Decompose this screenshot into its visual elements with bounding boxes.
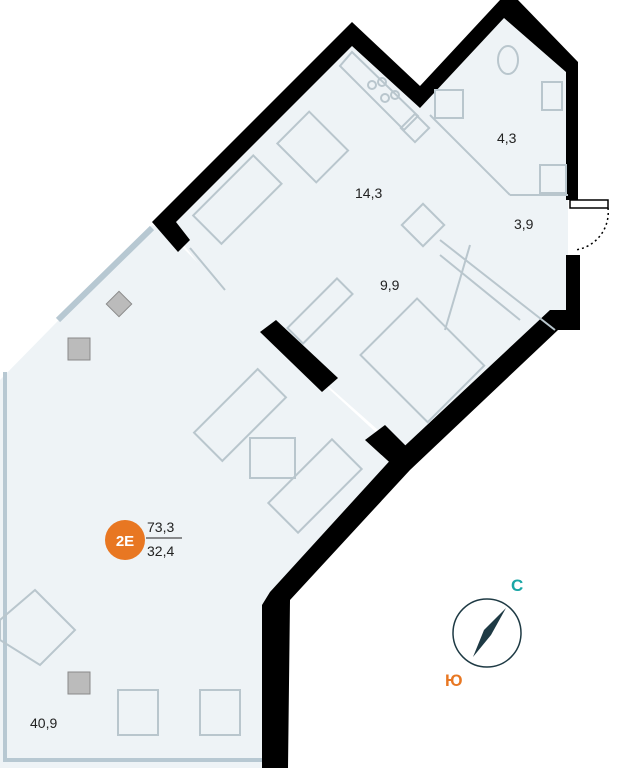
living-area-label: 40,9 xyxy=(30,715,57,731)
compass: С Ю xyxy=(445,576,523,690)
sink xyxy=(399,112,431,144)
compass-south-label: Ю xyxy=(445,671,463,690)
bathroom-sink xyxy=(541,81,563,111)
kitchen-furniture xyxy=(191,50,431,246)
wardrobe xyxy=(286,277,354,345)
column-2 xyxy=(67,337,91,361)
stove-burner-3 xyxy=(377,77,387,87)
floor-fill xyxy=(0,12,578,768)
bed xyxy=(359,297,486,424)
type-badge-circle xyxy=(105,520,145,560)
entrance-door xyxy=(569,199,609,251)
stove-burner-1 xyxy=(367,80,377,90)
wall-upper-left xyxy=(152,0,578,252)
wall-interior-closet xyxy=(365,425,415,470)
window-left-bay xyxy=(3,372,262,762)
hall-area-label: 3,9 xyxy=(514,216,534,232)
side-table xyxy=(0,588,77,667)
ac-unit xyxy=(400,202,446,248)
stove-burner-4 xyxy=(390,90,400,100)
apartment-type: 2E xyxy=(116,533,134,550)
living-area: 32,4 xyxy=(147,543,174,559)
washing-machine xyxy=(434,89,464,119)
stove-burner-2 xyxy=(380,93,390,103)
compass-needle xyxy=(473,608,506,657)
coffee-table xyxy=(249,437,296,479)
bathroom-partition xyxy=(429,114,511,196)
door-leaf xyxy=(569,199,609,209)
shower-tray xyxy=(539,164,567,194)
kitchen-partition xyxy=(189,247,226,291)
column-3 xyxy=(67,671,91,695)
living-room-floor xyxy=(0,225,405,768)
kitchen-sofa xyxy=(191,154,283,246)
closet-diag-1 xyxy=(439,254,521,321)
apartment-badge: 2E 73,3 32,4 xyxy=(105,519,182,560)
bedroom-furniture xyxy=(286,202,486,424)
armchair-1 xyxy=(117,689,159,736)
compass-north-label: С xyxy=(511,576,523,595)
walls xyxy=(152,0,580,768)
window-left-upper xyxy=(55,225,155,323)
upper-floor xyxy=(175,12,578,460)
dining-table xyxy=(275,110,350,184)
columns xyxy=(67,290,133,695)
closet-diag-2 xyxy=(444,244,471,331)
kitchen-area-label: 14,3 xyxy=(355,185,382,201)
wall-interior-bedroom xyxy=(260,320,338,392)
living-furniture xyxy=(0,367,364,736)
total-area: 73,3 xyxy=(147,519,174,535)
partitions xyxy=(189,114,568,331)
wall-right-lower xyxy=(262,255,580,768)
bathroom-furniture xyxy=(434,45,567,194)
door-swing xyxy=(574,207,609,251)
compass-ring xyxy=(452,598,522,668)
bedroom-partition xyxy=(439,239,556,331)
windows xyxy=(3,225,262,762)
column-1 xyxy=(105,290,133,318)
armchair-2 xyxy=(199,689,241,736)
bathroom-area-label: 4,3 xyxy=(497,130,517,146)
living-sofa-1 xyxy=(192,367,288,463)
bedroom-area-label: 9,9 xyxy=(380,277,400,293)
toilet xyxy=(497,45,519,75)
living-sofa-2 xyxy=(266,437,364,535)
